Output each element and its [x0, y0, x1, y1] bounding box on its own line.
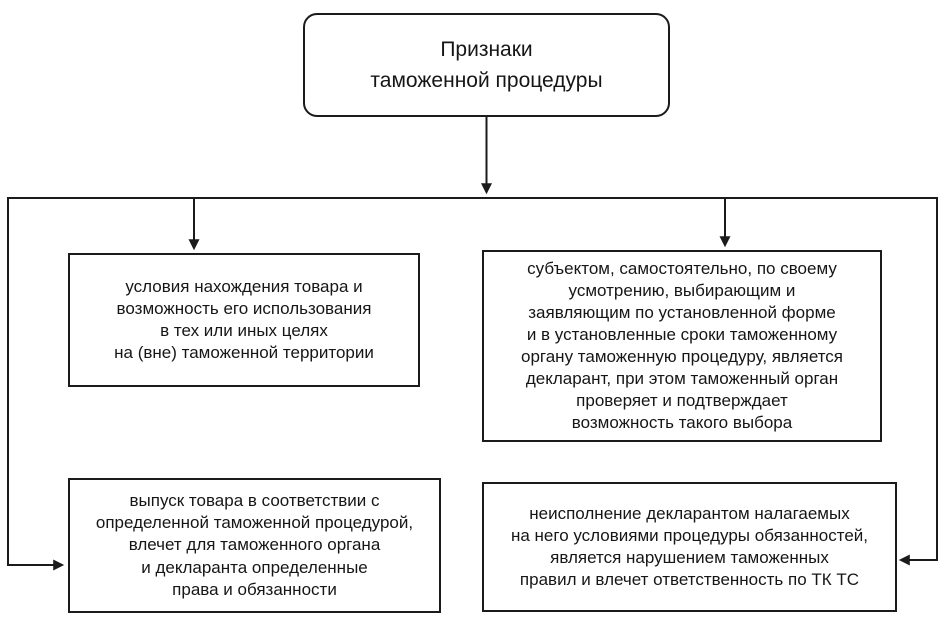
node-conditions-of-goods: условия нахождения товара и возможность … — [68, 253, 420, 387]
node-release-of-goods: выпуск товара в соответствии с определен… — [68, 478, 441, 613]
arrow-bus-to-release — [7, 197, 65, 571]
node-violation-liability: неисполнение декларантом налагаемых на н… — [482, 482, 897, 612]
node-subject-declarant: субъектом, самостоятельно, по своему усм… — [482, 250, 882, 442]
root-node-title: Признаки таможенной процедуры — [303, 13, 670, 117]
arrow-bus-to-violation — [898, 197, 938, 566]
